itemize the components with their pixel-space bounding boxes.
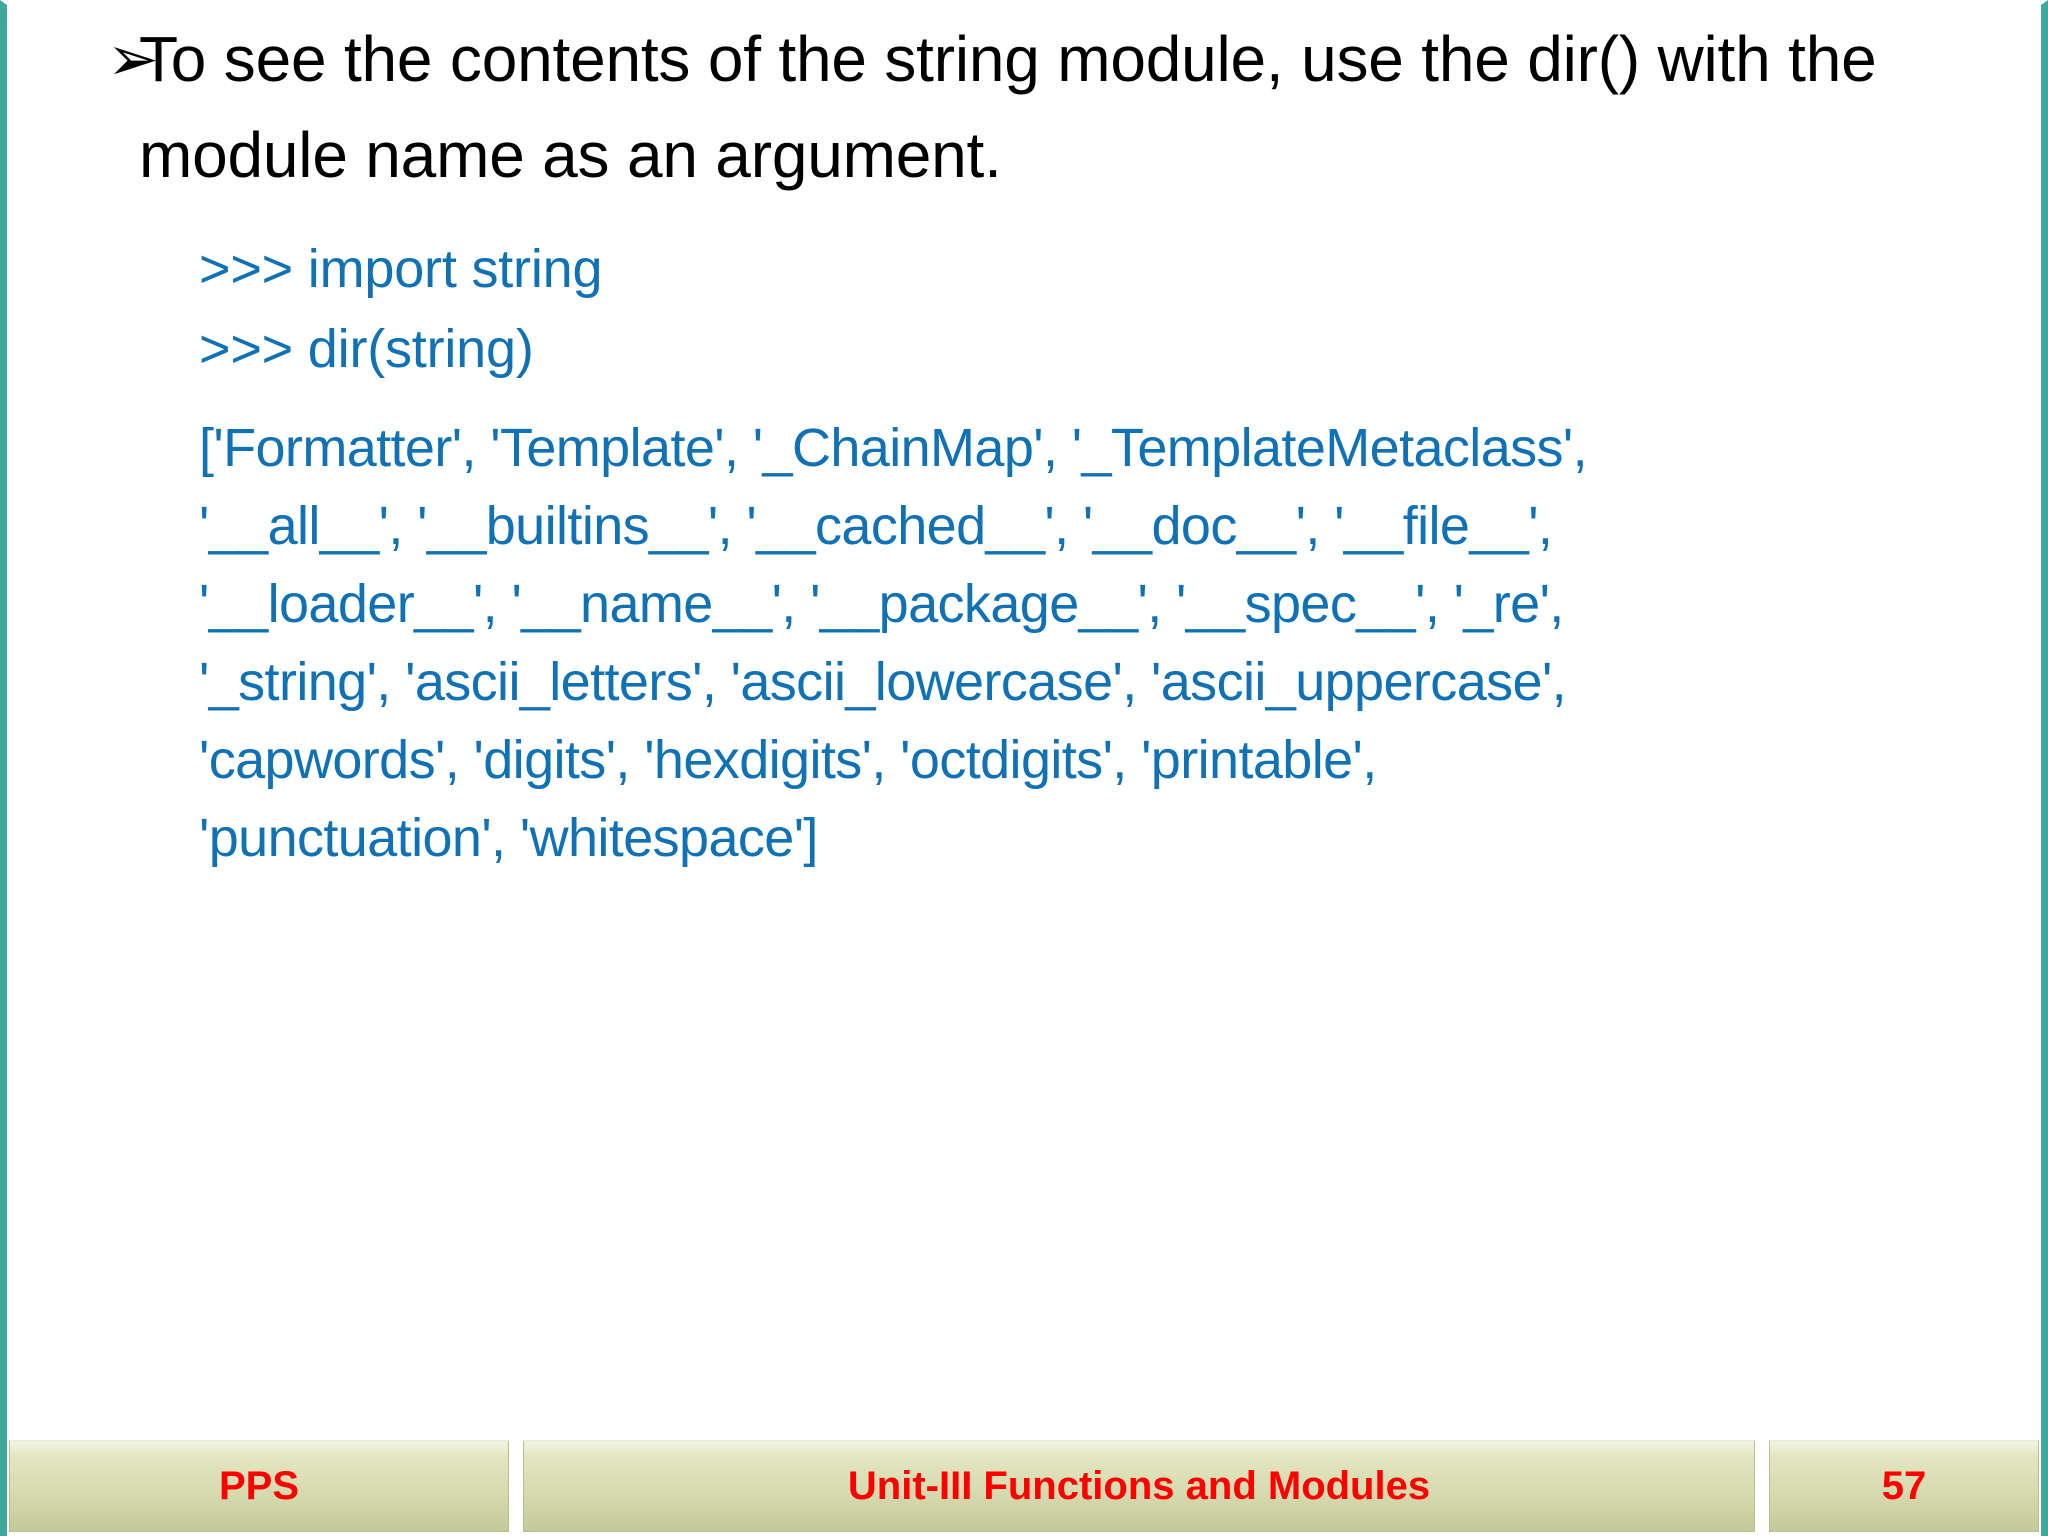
python-console-block: >>> import string >>> dir(string) ['Form… — [47, 229, 2001, 877]
console-prompt-line-1: >>> import string — [199, 239, 603, 299]
footer-slide-number: 57 — [1769, 1440, 2039, 1532]
slide-top-rule — [7, 5, 2041, 10]
footer-course-code: PPS — [9, 1440, 509, 1532]
console-output-line: '_string', 'ascii_letters', 'ascii_lower… — [199, 652, 1567, 712]
slide-content: ➢ To see the contents of the string modu… — [7, 5, 2041, 877]
console-output-line: '__all__', '__builtins__', '__cached__',… — [199, 496, 1553, 556]
console-prompt-line-2: >>> dir(string) — [199, 319, 534, 379]
console-output-line: '__loader__', '__name__', '__package__',… — [199, 574, 1564, 634]
slide-footer: PPS Unit-III Functions and Modules 57 — [7, 1440, 2041, 1536]
arrow-bullet-icon: ➢ — [107, 22, 159, 95]
bullet-item: ➢ To see the contents of the string modu… — [47, 11, 2001, 203]
console-output-line: 'punctuation', 'whitespace'] — [199, 808, 818, 868]
console-output-line: ['Formatter', 'Template', '_ChainMap', '… — [199, 418, 1588, 478]
console-output-block: ['Formatter', 'Template', '_ChainMap', '… — [199, 409, 2001, 877]
console-output-line: 'capwords', 'digits', 'hexdigits', 'octd… — [199, 730, 1377, 790]
bullet-item-text: To see the contents of the string module… — [139, 23, 1877, 191]
footer-unit-title: Unit-III Functions and Modules — [523, 1440, 1755, 1532]
